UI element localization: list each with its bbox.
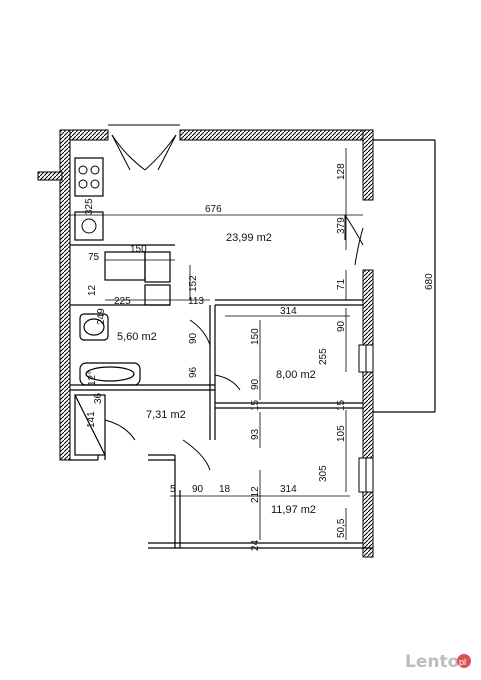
cooktop-icon (78, 165, 100, 189)
dim-105: 105 (336, 425, 347, 442)
sink-icon (81, 218, 97, 234)
dim-225: 225 (114, 296, 131, 307)
dim-12: 12 (87, 284, 98, 296)
dim-50-5: 50,5 (336, 518, 347, 538)
dim-249: 249 (96, 308, 107, 325)
dim-676: 676 (205, 204, 222, 215)
area-bath: 5,60 m2 (117, 331, 157, 343)
dim-75: 75 (88, 252, 100, 263)
watermark-badge-icon (457, 654, 471, 668)
dim-680: 680 (424, 273, 435, 290)
dim-212: 212 (250, 486, 261, 503)
area-hall: 7,31 m2 (146, 409, 186, 421)
windows (358, 344, 374, 493)
outer-walls (37, 129, 374, 558)
dim-15-left: 15 (250, 399, 261, 411)
watermark-suffix: pl (459, 657, 466, 667)
dim-90-room: 90 (250, 378, 261, 390)
dim-90-door: 90 (188, 332, 199, 344)
dim-71: 71 (336, 278, 347, 290)
dim-90-right: 90 (336, 320, 347, 332)
area-room-small: 8,00 m2 (276, 369, 316, 381)
doors (104, 124, 364, 471)
dim-90-bottom: 90 (192, 484, 204, 495)
dim-141: 141 (86, 411, 97, 428)
dim-113: 113 (188, 296, 204, 307)
dim-18: 18 (219, 484, 231, 495)
dim-15-right: 15 (336, 399, 347, 411)
dim-96: 96 (188, 366, 199, 378)
dim-379: 379 (336, 217, 347, 234)
lento-watermark: Lento pl (405, 652, 471, 672)
dim-24: 24 (250, 539, 261, 551)
dim-93: 93 (250, 428, 261, 440)
dimension-lines (70, 140, 436, 540)
dim-314-lower: 314 (280, 484, 297, 495)
dim-314-upper: 314 (280, 306, 297, 317)
dim-152: 152 (188, 275, 199, 292)
area-room-large: 11,97 m2 (271, 504, 316, 516)
watermark-text: Lento (405, 652, 459, 672)
dimension-labels: 676 128 325 379 680 150 75 152 71 12 225… (84, 163, 435, 551)
dim-150-room: 150 (250, 328, 261, 345)
dim-12-deg: 12° (87, 371, 98, 386)
dim-325: 325 (84, 198, 95, 215)
dim-36: 36 (93, 392, 104, 404)
room-areas: 23,99 m2 5,60 m2 8,00 m2 7,31 m2 11,97 m… (117, 232, 316, 516)
dim-305: 305 (318, 465, 329, 482)
area-living: 23,99 m2 (226, 232, 272, 244)
dim-5: 5 (170, 484, 176, 495)
dim-255: 255 (318, 348, 329, 365)
dim-150-kitchen: 150 (130, 244, 147, 255)
dim-128: 128 (336, 163, 347, 180)
